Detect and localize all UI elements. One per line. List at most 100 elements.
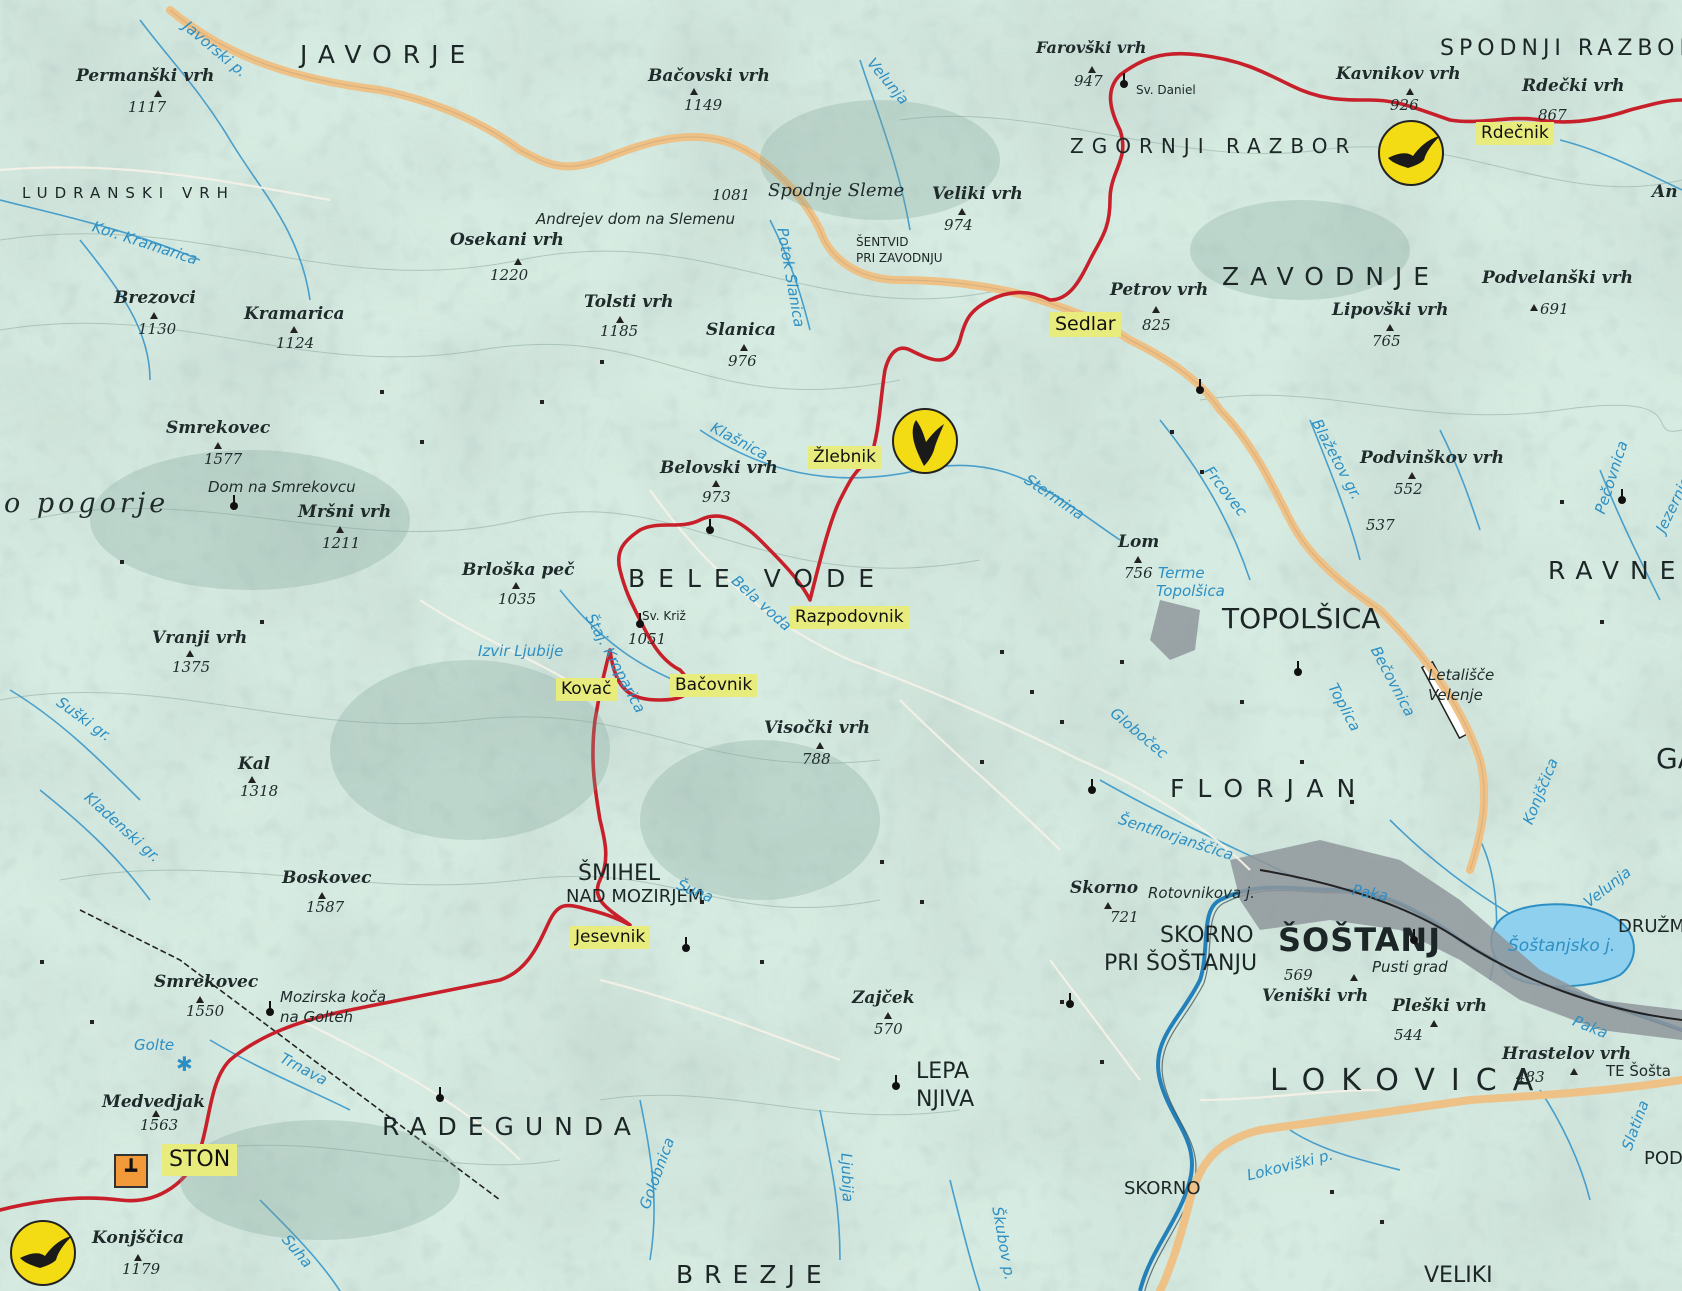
church-icon xyxy=(682,937,690,952)
place-skorno: SKORNO xyxy=(1124,1178,1201,1199)
peak-elev-smrekovec-1: 1577 xyxy=(204,450,243,468)
peak-triangle-icon xyxy=(248,776,256,783)
peak-name-osekani: Osekani vrh xyxy=(450,230,564,250)
railway xyxy=(1259,869,1682,1021)
peak-name-tolsti: Tolsti vrh xyxy=(584,292,674,312)
poi-dom-na-smrekovcu: Dom na Smrekovcu xyxy=(208,478,356,496)
water-izvir-ljubije: Izvir Ljubije xyxy=(478,642,564,660)
region-zgornji-razbor: ZGORNJI RAZBOR xyxy=(1070,134,1358,158)
peak-elev-visocki: 788 xyxy=(802,750,831,768)
peak-triangle-icon xyxy=(1408,472,1416,479)
peak-elev-podvelanski: 691 xyxy=(1540,300,1569,318)
peak-triangle-icon xyxy=(712,480,720,487)
peak-triangle-icon xyxy=(512,582,520,589)
eagle-badge-icon[interactable] xyxy=(1378,120,1444,186)
region-spodnji-razbor: SPODNJI RAZBOR xyxy=(1440,36,1682,61)
peak-name-pleski: Pleški vrh xyxy=(1392,996,1487,1016)
place-smihel-line2: NAD MOZIRJEM xyxy=(566,886,704,907)
peak-name-lipovski: Lipovški vrh xyxy=(1332,300,1449,320)
eagle-badge-icon[interactable] xyxy=(10,1220,76,1286)
peak-triangle-icon xyxy=(816,742,824,749)
eagle-badge-icon[interactable] xyxy=(892,408,958,474)
peak-elev-petrov: 825 xyxy=(1142,316,1171,334)
peak-name-visocki: Visočki vrh xyxy=(764,718,870,738)
peak-name-smrekovec-1: Smrekovec xyxy=(166,418,271,438)
peak-triangle-icon xyxy=(1152,306,1160,313)
peak-triangle-icon xyxy=(1430,1020,1438,1027)
parking-icon[interactable]: ┻ xyxy=(114,1154,148,1188)
peak-elev-medvedjak: 1563 xyxy=(140,1116,179,1134)
waypoint-rdecnik[interactable]: Rdečnik xyxy=(1476,122,1554,145)
peak-triangle-icon xyxy=(1406,88,1414,95)
waypoint-zlebnik[interactable]: Žlebnik xyxy=(808,446,881,469)
church-icon xyxy=(436,1087,444,1102)
place-topolsica: TOPOLŠICA xyxy=(1222,602,1381,635)
place-sentvid-line1: ŠENTVID xyxy=(856,235,909,249)
peak-name-mrsni: Mršni vrh xyxy=(298,502,392,522)
church-icon xyxy=(1088,779,1096,794)
church-icon xyxy=(1410,929,1418,944)
region-pogorje: o pogorje xyxy=(4,488,170,519)
peak-name-petrov: Petrov vrh xyxy=(1110,280,1209,300)
peak-triangle-icon xyxy=(1104,902,1112,909)
peak-name-podvelanski: Podvelanški vrh xyxy=(1482,268,1633,288)
peak-elev-hrastelov: 483 xyxy=(1516,1068,1545,1086)
place-skorno-pri-line1: SKORNO xyxy=(1160,923,1254,948)
peak-elev-osekani: 1220 xyxy=(490,266,529,284)
peak-elev-vranji: 1375 xyxy=(172,658,211,676)
peak-triangle-icon xyxy=(740,344,748,351)
waypoint-bacovnik[interactable]: Bačovnik xyxy=(670,674,758,697)
poi-te-sostanj: TE Šošta xyxy=(1606,1062,1671,1080)
water-terme-line1: Terme xyxy=(1158,564,1205,582)
peak-name-kavnikov: Kavnikov vrh xyxy=(1336,64,1461,84)
place-skorno-pri-line2: PRI ŠOŠTANJU xyxy=(1104,951,1258,976)
peak-triangle-icon xyxy=(690,88,698,95)
place-lepa-line2: NJIVA xyxy=(916,1087,975,1112)
sostanj-urban-area xyxy=(1230,840,1682,1040)
peak-elev-pleski: 544 xyxy=(1394,1026,1423,1044)
peak-name-farovski: Farovški vrh xyxy=(1036,38,1147,57)
church-icon xyxy=(706,519,714,534)
waypoint-kovac[interactable]: Kovač xyxy=(556,678,617,701)
peak-triangle-icon xyxy=(290,326,298,333)
region-javorje: JAVORJE xyxy=(300,40,477,69)
waypoint-ston[interactable]: STON xyxy=(162,1144,238,1176)
spot-height-1051: 1051 xyxy=(628,630,667,648)
peak-elev-kramarica: 1124 xyxy=(276,334,315,352)
waypoint-razpodovnik[interactable]: Razpodovnik xyxy=(790,606,909,629)
waypoint-jesevnik[interactable]: Jesevnik xyxy=(570,926,651,949)
water-sostanjsko-jezero: Šoštanjsko j. xyxy=(1508,936,1616,956)
peak-triangle-icon xyxy=(186,650,194,657)
church-icon xyxy=(1294,661,1302,676)
peak-elev-brezovci: 1130 xyxy=(138,320,177,338)
region-lokovica: LOKOVICA xyxy=(1270,1063,1550,1098)
peak-elev-podvinskov: 552 xyxy=(1394,480,1423,498)
peak-triangle-icon xyxy=(1350,974,1358,981)
peak-triangle-icon xyxy=(154,90,162,97)
peak-name-slanica: Slanica xyxy=(706,320,776,340)
cable-car-line xyxy=(79,909,501,1201)
peak-name-kramarica: Kramarica xyxy=(244,304,345,324)
peak-triangle-icon xyxy=(152,1110,160,1117)
poi-letalisce-line2: Velenje xyxy=(1428,686,1483,704)
place-lepa-line1: LEPA xyxy=(916,1059,970,1084)
place-ga: GA xyxy=(1656,742,1682,775)
peak-triangle-icon xyxy=(214,442,222,449)
poi-letalisce-line1: Letališče xyxy=(1428,666,1495,684)
peak-elev-veniski: 569 xyxy=(1284,966,1313,984)
place-sentvid-line2: PRI ZAVODNJU xyxy=(856,251,943,265)
peak-name-zajcek: Zajček xyxy=(852,988,915,1008)
church-icon xyxy=(636,613,644,628)
place-smihel-line1: ŠMIHEL xyxy=(578,861,661,886)
church-icon xyxy=(1618,489,1626,504)
peak-elev-rdecki: 867 xyxy=(1538,106,1567,124)
waypoint-sedlar[interactable]: Sedlar xyxy=(1050,312,1121,337)
eagle-silhouette-icon xyxy=(1388,136,1440,168)
eagle-silhouette-icon xyxy=(20,1236,72,1268)
peak-name-skorno: Skorno xyxy=(1070,878,1139,898)
church-icon xyxy=(1120,73,1128,88)
peak-elev-zajcek: 570 xyxy=(874,1020,903,1038)
peak-name-belovski: Belovski vrh xyxy=(660,458,778,478)
settlement-dots xyxy=(40,360,1604,1224)
